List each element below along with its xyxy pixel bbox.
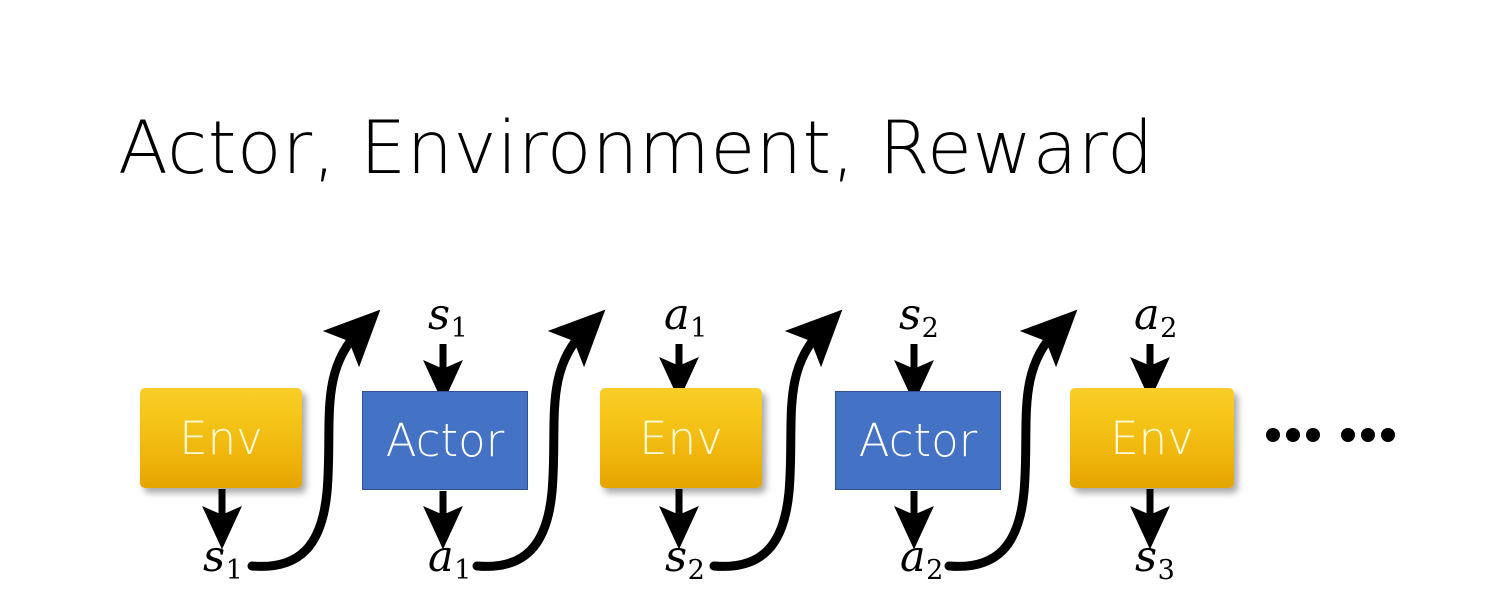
label-bottom-a2: a2 [900, 536, 943, 584]
label-subscript: 2 [687, 554, 705, 586]
ellipsis-dot [1266, 428, 1280, 442]
label-base: a [664, 290, 690, 340]
ellipsis-dot [1286, 428, 1300, 442]
label-subscript: 1 [450, 312, 468, 344]
label-top-s2: s2 [899, 294, 939, 342]
label-base: a [900, 532, 926, 582]
node-label: Env [639, 411, 723, 465]
node-label: Env [1110, 411, 1194, 465]
label-bottom-s3: s3 [1135, 536, 1175, 584]
label-base: s [203, 532, 226, 582]
label-base: a [428, 532, 454, 582]
ellipsis-dot [1361, 428, 1375, 442]
label-base: s [899, 290, 922, 340]
label-top-s1: s1 [428, 294, 468, 342]
arrow-box-to-label-group [202, 489, 1170, 550]
node-env-3[interactable]: Env [1070, 388, 1234, 488]
label-top-a2: a2 [1134, 294, 1177, 342]
node-label: Actor [858, 414, 978, 467]
label-subscript: 2 [921, 312, 939, 344]
ellipsis-continuation [1266, 428, 1395, 442]
arrow-label-to-box-group [423, 344, 1170, 404]
node-env-2[interactable]: Env [600, 388, 762, 488]
label-bottom-a1: a1 [428, 536, 471, 584]
label-base: s [428, 290, 451, 340]
label-subscript: 1 [225, 554, 243, 586]
label-bottom-s1: s1 [203, 536, 243, 584]
label-base: s [1135, 532, 1158, 582]
node-label: Actor [385, 414, 505, 467]
label-subscript: 2 [926, 554, 944, 586]
page-title: Actor, Environment, Reward [118, 106, 1154, 191]
label-base: a [1134, 290, 1160, 340]
label-top-a1: a1 [664, 294, 707, 342]
node-label: Env [179, 411, 263, 465]
label-base: s [665, 532, 688, 582]
label-subscript: 2 [1160, 312, 1178, 344]
label-subscript: 1 [454, 554, 472, 586]
ellipsis-gap [1326, 435, 1335, 436]
node-env-1[interactable]: Env [140, 388, 302, 488]
ellipsis-dot [1341, 428, 1355, 442]
node-actor-1[interactable]: Actor [362, 391, 528, 490]
ellipsis-dot [1306, 428, 1320, 442]
label-subscript: 1 [690, 312, 708, 344]
label-bottom-s2: s2 [665, 536, 705, 584]
label-subscript: 3 [1157, 554, 1175, 586]
ellipsis-dot [1381, 428, 1395, 442]
node-actor-2[interactable]: Actor [835, 391, 1001, 490]
